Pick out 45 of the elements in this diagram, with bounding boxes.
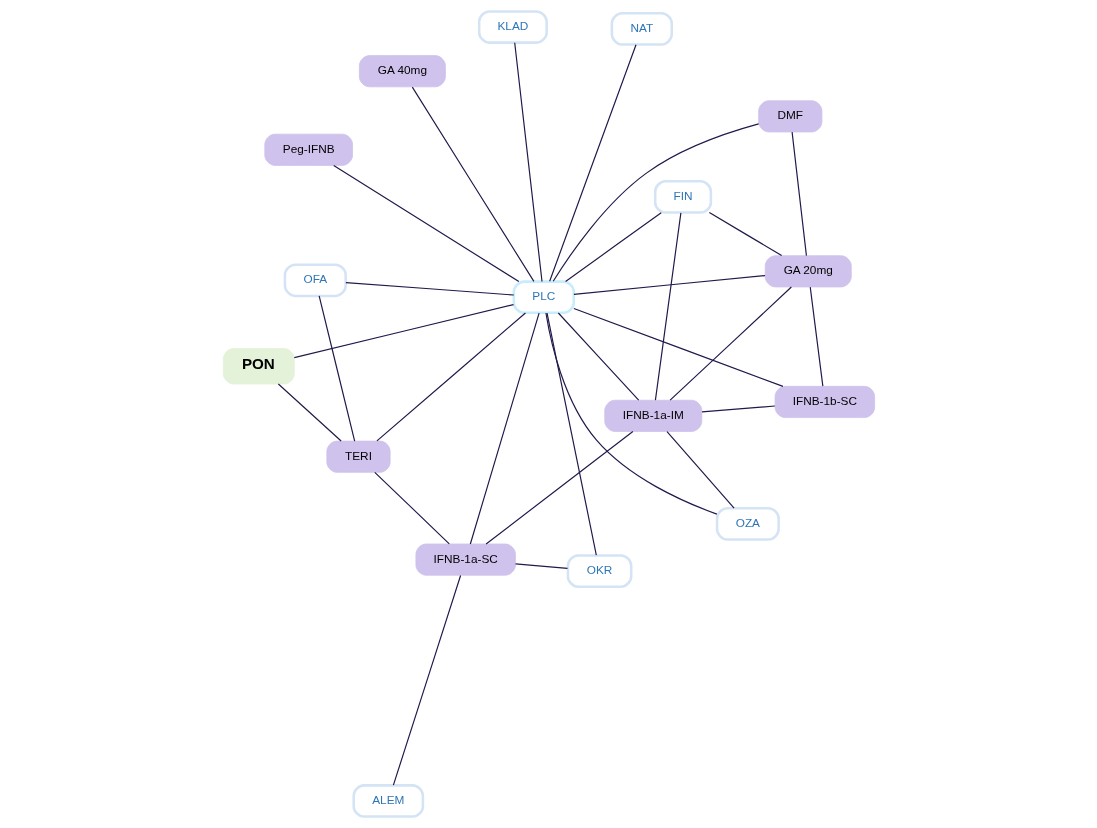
connector	[572, 307, 784, 387]
connector	[552, 123, 759, 282]
connector	[665, 431, 735, 509]
connector	[669, 286, 792, 401]
node-box: OKR	[566, 554, 632, 588]
connector	[809, 286, 823, 387]
connector	[545, 312, 597, 556]
connector	[485, 430, 633, 545]
node-box: PON	[222, 348, 295, 385]
connector	[572, 274, 766, 295]
connector	[392, 574, 461, 786]
node-box: OFA	[283, 263, 347, 298]
node-box: ALEM	[351, 784, 424, 818]
connector	[373, 471, 450, 545]
connector	[791, 131, 807, 257]
connector	[277, 383, 342, 442]
connector	[411, 86, 534, 282]
node-box: OZA	[715, 507, 780, 541]
node-box: GA 20mg	[764, 255, 852, 288]
connector	[375, 312, 526, 442]
node-box: TERI	[325, 440, 391, 473]
node-box: PLC	[512, 280, 575, 315]
node-box: Peg-IFNB	[263, 133, 353, 166]
connector	[557, 312, 639, 401]
connector	[514, 563, 568, 569]
connector	[544, 312, 717, 515]
connector	[548, 44, 637, 282]
connector	[469, 312, 540, 545]
node-box: IFNB-1a-SC	[415, 543, 516, 576]
connector	[318, 295, 355, 442]
connector	[700, 405, 775, 413]
node-box: KLAD	[477, 10, 548, 44]
node-box: GA 40mg	[358, 55, 446, 88]
node-box: FIN	[653, 180, 712, 214]
connector	[654, 212, 681, 401]
connector	[344, 281, 514, 296]
connector	[708, 211, 782, 257]
node-box: IFNB-1a-IM	[603, 399, 702, 432]
connector	[332, 164, 519, 283]
node-box: IFNB-1b-SC	[774, 385, 875, 418]
connector	[293, 304, 514, 359]
node-box: DMF	[757, 100, 822, 133]
connector	[513, 42, 543, 283]
connector	[564, 212, 662, 283]
node-box: NAT	[610, 11, 673, 46]
